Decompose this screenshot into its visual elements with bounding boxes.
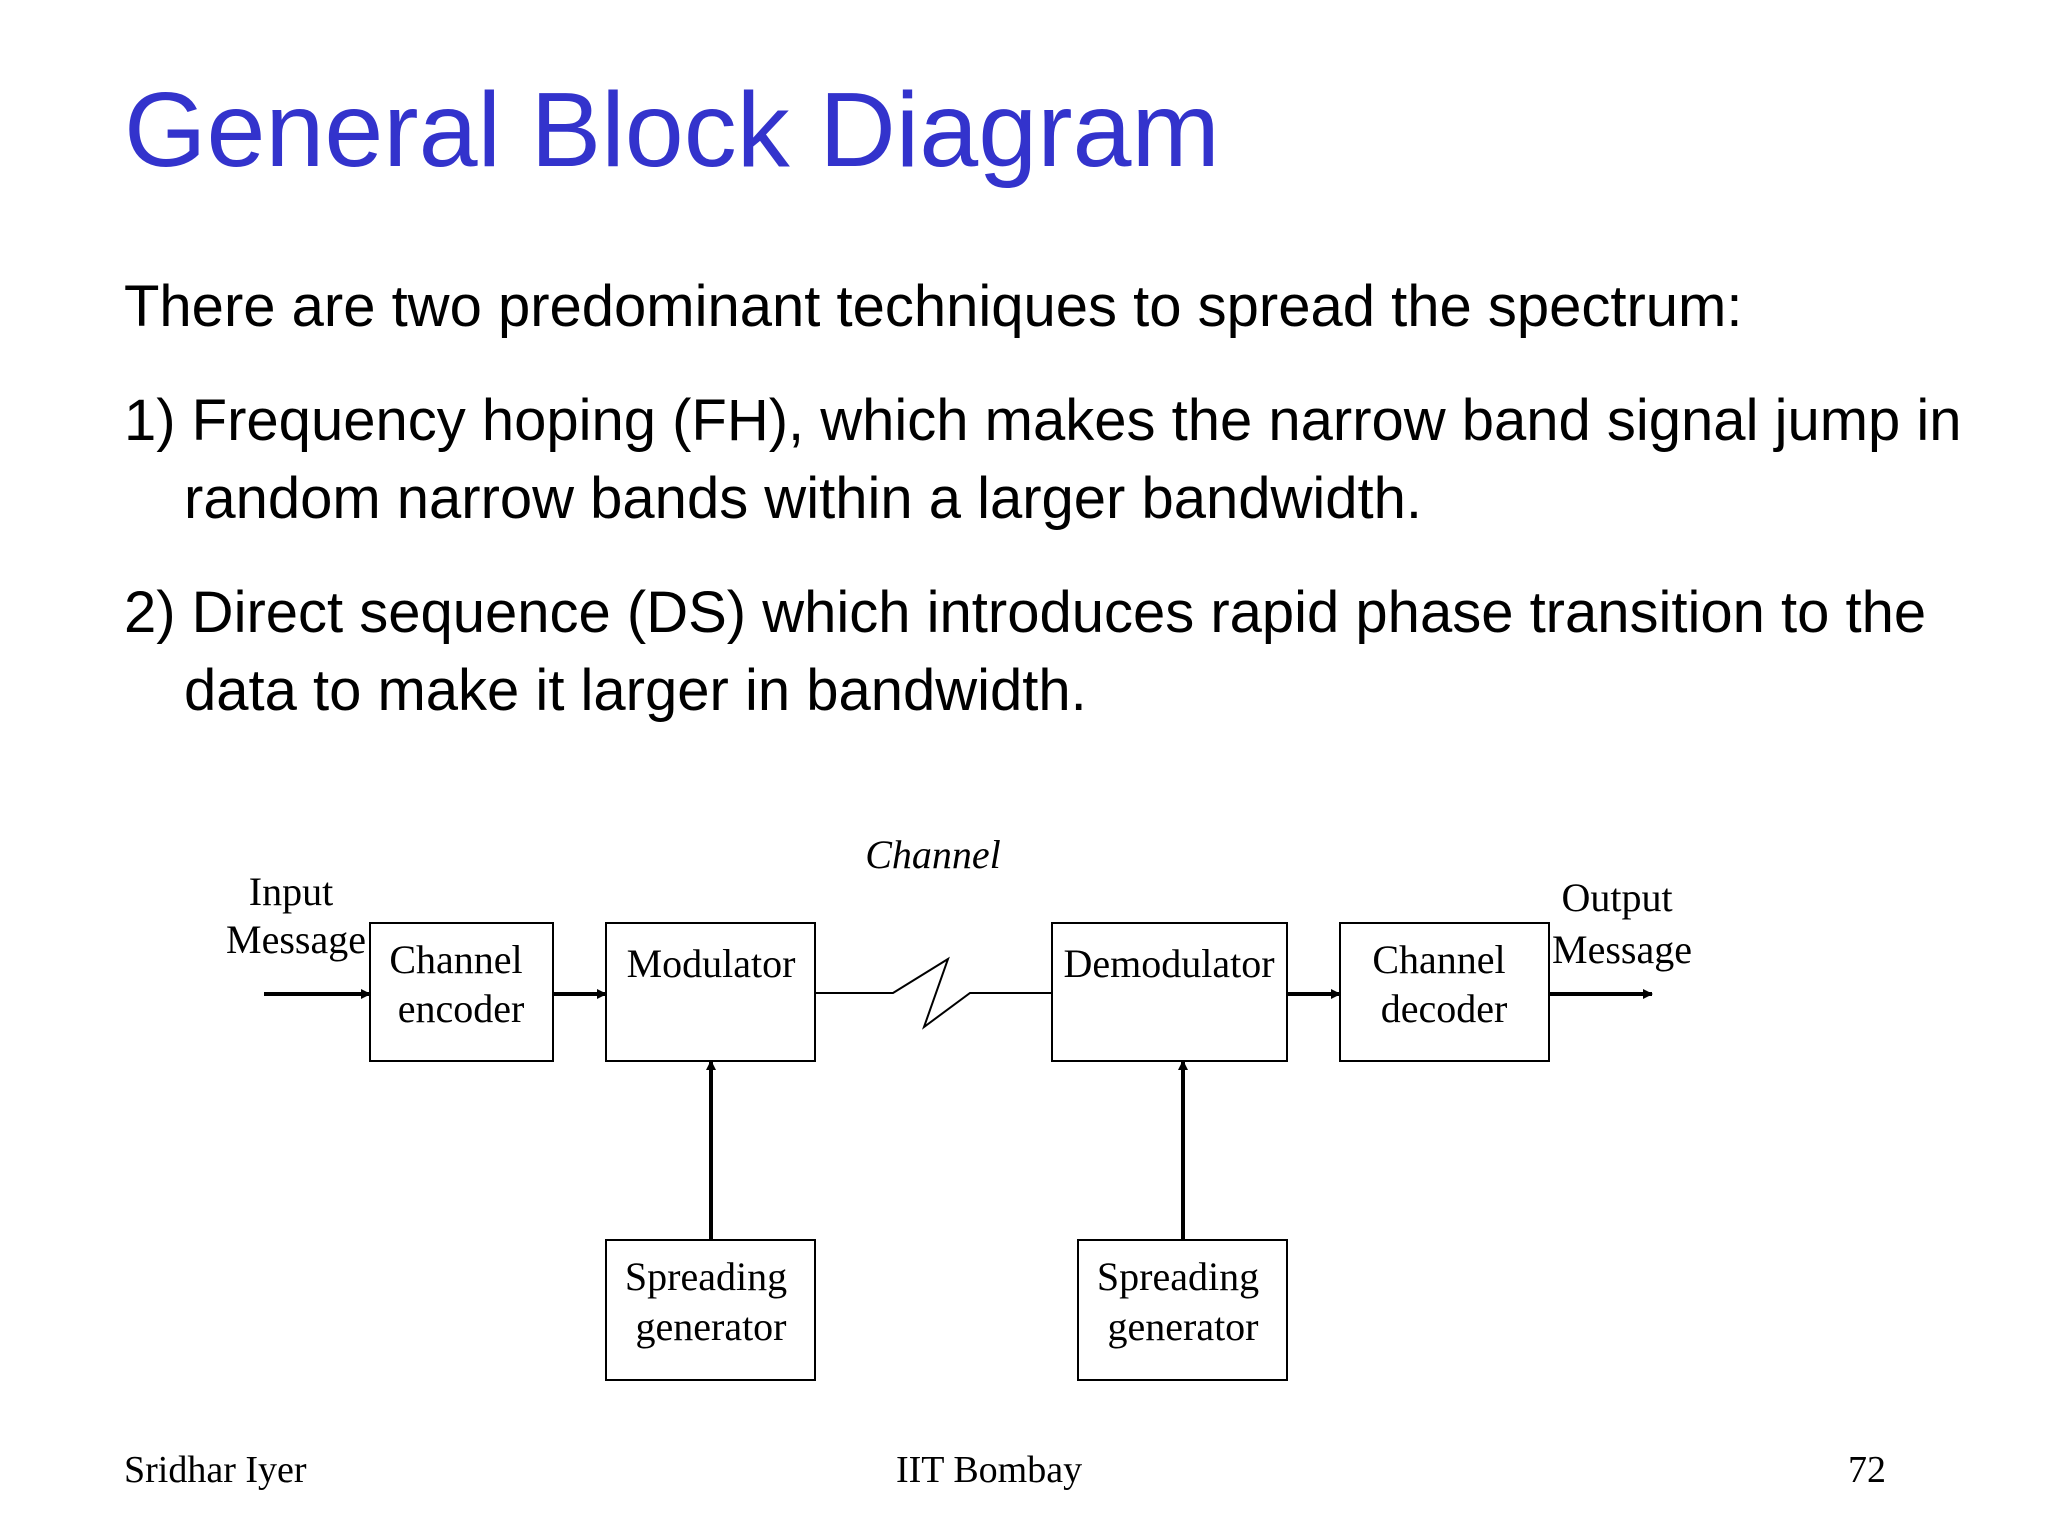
point-direct-sequence: 2) Direct sequence (DS) which introduces… xyxy=(124,580,1927,723)
slide-body: There are two predominant techniques to … xyxy=(124,268,2004,766)
footer-author: Sridhar Iyer xyxy=(124,1449,307,1491)
svg-text:Spreading generator: Spreading generator xyxy=(1097,1254,1269,1349)
channel-line xyxy=(815,956,1052,1030)
svg-text:Spreading generator: Spreading generator xyxy=(625,1254,797,1349)
channel-decoder-block: Channel decoder xyxy=(1339,922,1550,1062)
svg-text:Channel decoder: Channel decoder xyxy=(1372,937,1515,1031)
slide-title: General Block Diagram xyxy=(124,71,1220,189)
channel-label: Channel xyxy=(865,832,1001,877)
output-message-label: Output Message xyxy=(1552,875,1692,972)
point-frequency-hopping: 1) Frequency hoping (FH), which makes th… xyxy=(124,388,1962,531)
svg-text:Demodulator: Demodulator xyxy=(1063,941,1274,986)
demodulator-block: Demodulator xyxy=(1051,922,1288,1062)
footer-institution: IIT Bombay xyxy=(896,1449,1083,1491)
spreading-generator-rx-block: Spreading generator xyxy=(1077,1239,1288,1381)
modulator-block: Modulator xyxy=(605,922,816,1062)
footer-page-number: 72 xyxy=(1848,1449,1886,1491)
channel-encoder-block: Channel encoder xyxy=(369,922,554,1062)
svg-text:Modulator: Modulator xyxy=(627,941,796,986)
input-message-label: Input Message xyxy=(226,869,366,962)
svg-text:Channel encoder: Channel encoder xyxy=(389,937,532,1031)
spreading-generator-tx-block: Spreading generator xyxy=(605,1239,816,1381)
intro-text: There are two predominant techniques to … xyxy=(124,274,1743,339)
